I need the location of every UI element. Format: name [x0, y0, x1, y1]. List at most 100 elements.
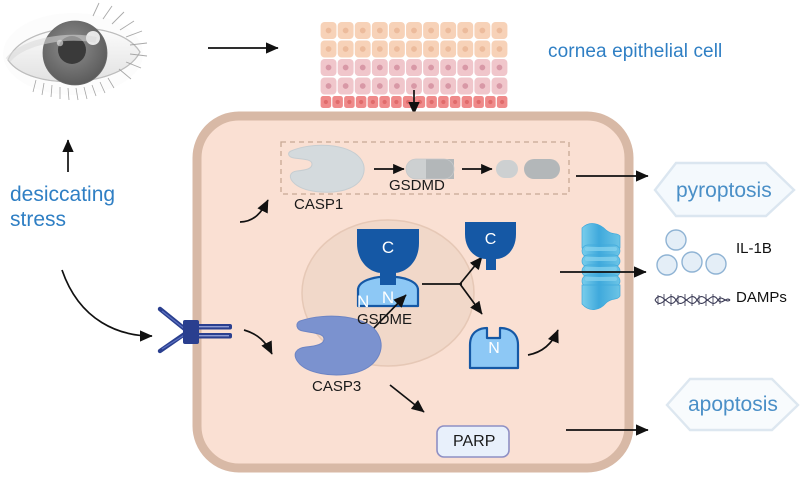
- epithelial-cell-nucleus: [479, 27, 486, 34]
- epithelial-cell-nucleus: [476, 99, 481, 105]
- epithelial-cell-nucleus: [325, 83, 332, 89]
- epithelial-cell-nucleus: [342, 64, 349, 71]
- epithelial-cell-nucleus: [376, 27, 383, 34]
- epithelial-cell-nucleus: [445, 27, 452, 34]
- inflammasome-dashed-box: [280, 141, 570, 195]
- epithelial-cell-nucleus: [462, 27, 469, 34]
- apoptosis-label: apoptosis: [688, 393, 778, 416]
- gsdme-c-domain-letter: C: [381, 238, 395, 257]
- cleaved-n-domain-icon: [468, 326, 520, 370]
- epithelial-cell-nucleus: [496, 83, 503, 89]
- cleaved-c-domain-icon: [465, 222, 516, 270]
- epithelial-cell-nucleus: [394, 64, 400, 71]
- casp3-protein-icon: [294, 315, 382, 376]
- epithelial-cell-nucleus: [417, 99, 422, 105]
- epithelial-cell-nucleus: [445, 83, 452, 89]
- cleaved-c-domain-letter: C: [484, 231, 497, 248]
- pyroptosis-badge: [653, 161, 796, 218]
- epithelial-cell-nucleus: [500, 99, 505, 105]
- epithelium-icon: [320, 22, 508, 108]
- epithelial-cell-nucleus: [488, 99, 493, 105]
- epithelial-cell-nucleus: [359, 27, 366, 34]
- epithelial-cell-nucleus: [394, 83, 400, 89]
- parp-box: [436, 425, 510, 458]
- eye-icon: [3, 2, 148, 101]
- epithelial-cell-nucleus: [359, 46, 366, 52]
- epithelial-cell-nucleus: [428, 27, 434, 34]
- epithelial-cell-nucleus: [370, 99, 375, 105]
- epithelial-cell-nucleus: [496, 46, 503, 52]
- epithelial-cell-nucleus: [411, 64, 417, 71]
- epithelial-cell-nucleus: [394, 27, 400, 34]
- damps-label: DAMPs: [736, 289, 787, 306]
- gsdme-cleavage-fork: [422, 256, 483, 315]
- epithelial-cell-nucleus: [441, 99, 446, 105]
- epithelial-cell-nucleus: [376, 83, 383, 89]
- epithelial-cell-nucleus: [453, 99, 458, 105]
- arrow-receptor-to-casp3: [243, 329, 273, 355]
- desiccating-stress-label: desiccating stress: [10, 182, 115, 232]
- epithelial-cell-nucleus: [325, 64, 332, 71]
- epithelial-cell-nucleus: [376, 64, 383, 71]
- epithelial-cell-nucleus: [479, 46, 486, 52]
- epithelial-cell-nucleus: [479, 64, 486, 71]
- gsdme-n-domain-letter-vis: N: [381, 288, 395, 307]
- epithelial-cell-nucleus: [411, 27, 417, 34]
- epithelial-cell-nucleus: [359, 64, 366, 71]
- epithelial-cell-nucleus: [462, 46, 469, 52]
- apoptosis-badge: [665, 377, 800, 432]
- parp-label: PARP: [453, 433, 496, 450]
- epithelial-cell-nucleus: [325, 27, 332, 34]
- epithelial-cell-nucleus: [496, 27, 503, 34]
- epithelial-cell-nucleus: [394, 46, 400, 52]
- epithelial-cell-nucleus: [464, 99, 469, 105]
- desiccating-stress-line1: desiccating: [10, 183, 116, 206]
- gsdmd-pore-icon: [581, 223, 621, 310]
- il1b-label: IL-1B: [736, 240, 772, 257]
- casp1-protein-icon: [288, 144, 365, 193]
- epithelial-cell-nucleus: [496, 64, 503, 71]
- dna-helix-icon: [654, 294, 731, 306]
- arrow-receptor-to-casp1: [239, 199, 269, 223]
- gsdmd-label: GSDMD: [389, 177, 445, 194]
- epithelial-cell-nucleus: [411, 46, 417, 52]
- arrow-stress-to-receptor: [61, 269, 153, 342]
- cleaved-n-domain-letter: N: [488, 340, 500, 357]
- epithelial-cell-nucleus: [479, 83, 486, 89]
- casp3-label: CASP3: [312, 378, 362, 395]
- epithelial-cell-nucleus: [445, 46, 452, 52]
- arrow-n-to-pore: [527, 329, 559, 356]
- epithelial-cell-nucleus: [462, 83, 469, 89]
- epithelial-cell-nucleus: [342, 46, 349, 52]
- epithelial-cell-nucleus: [428, 46, 434, 52]
- epithelial-cell-nucleus: [323, 99, 328, 105]
- epithelial-cell-nucleus: [445, 64, 452, 71]
- epithelial-cell-nucleus: [376, 46, 383, 52]
- casp1-label: CASP1: [294, 196, 344, 213]
- cornea-epithelial-cell-label: cornea epithelial cell: [548, 41, 723, 62]
- epithelial-cell-nucleus: [428, 64, 434, 71]
- epithelial-cell-nucleus: [462, 64, 469, 71]
- epithelial-cell-nucleus: [382, 99, 387, 105]
- gsdme-c-domain-shape: [357, 229, 419, 285]
- epithelial-cell-nucleus: [411, 83, 417, 89]
- epithelial-cell-nucleus: [359, 99, 364, 105]
- gsdme-n-domain-letter: N: [357, 292, 370, 311]
- epithelial-cell-nucleus: [359, 83, 366, 89]
- epithelial-cell-nucleus: [394, 99, 399, 105]
- gsdmd-c-fragment-icon: [524, 159, 560, 179]
- epithelial-cell-nucleus: [342, 83, 349, 89]
- epithelial-cell-nucleus: [429, 99, 434, 105]
- gsdmd-fragments-icon: [496, 159, 560, 179]
- gsdmd-n-fragment-icon: [496, 160, 518, 178]
- gsdme-label: GSDME: [357, 311, 413, 328]
- epithelial-cell-nucleus: [347, 99, 352, 105]
- epithelial-cell-nucleus: [342, 27, 349, 34]
- epithelial-cell-nucleus: [335, 99, 340, 105]
- desiccating-stress-line2: stress: [10, 208, 67, 231]
- gsdmd-fulllength-icon: [405, 158, 455, 180]
- epithelial-cell-nucleus: [428, 83, 434, 89]
- pyroptosis-label: pyroptosis: [676, 179, 772, 202]
